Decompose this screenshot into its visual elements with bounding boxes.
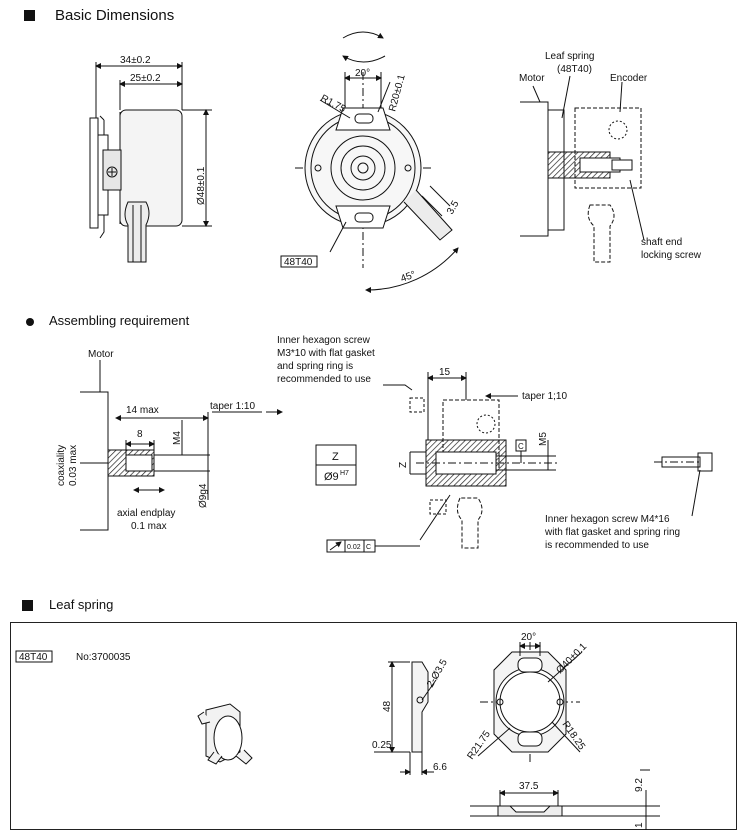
screw-note-line-3: and spring ring is: [277, 361, 353, 372]
fit-table-tolerance: H7: [340, 470, 349, 477]
leaf-dim-375: 37.5: [519, 781, 539, 792]
section-bullet: [22, 600, 33, 611]
section-title-leaf-spring: Leaf spring: [49, 597, 114, 612]
dim-35: 3.5: [445, 199, 462, 217]
screw-m4-view: [654, 452, 713, 517]
dim-8: 8: [137, 429, 143, 440]
fit-table: [315, 444, 357, 486]
shaft-end-label: shaft end: [641, 237, 682, 248]
leaf-spring-label: Leaf spring: [545, 51, 594, 62]
section-title-basic-dimensions: Basic Dimensions: [55, 7, 175, 24]
leaf-spring-bottom-view: [470, 769, 660, 830]
screw-note-line-4: recommended to use: [277, 374, 371, 385]
dim-m4: M4: [172, 431, 183, 445]
leaf-spring-model: (48T40): [557, 64, 592, 75]
leaf-dim-48: 48: [382, 700, 393, 712]
locking-screw-label: locking screw: [641, 250, 702, 261]
dim-15: 15: [439, 367, 451, 378]
dim-dia-48: Ø48±0.1: [196, 166, 207, 205]
endplay-label: axial endplay: [117, 508, 175, 519]
endplay-value: 0.1 max: [131, 521, 167, 532]
section-bullet: [26, 318, 34, 326]
screw2-note-line-2: with flat gasket and spring ring: [544, 527, 680, 538]
dim-z: Z: [398, 462, 409, 468]
dim-25: 25±0.2: [130, 73, 161, 84]
leaf-spring-front-view: [477, 642, 583, 762]
leaf-spring-side-view: [374, 661, 437, 775]
leaf-spring-isometric: [197, 703, 253, 765]
runout-ref: C: [366, 544, 371, 551]
motor-shaft-view: [80, 360, 283, 531]
leaf-dim-1: 1: [634, 822, 645, 828]
taper-left: taper 1:10: [210, 401, 255, 412]
coaxiality-label: coaxiality: [56, 445, 67, 486]
runout-value: 0.02: [347, 544, 361, 551]
encoder-label: Encoder: [610, 73, 648, 84]
dim-phi9g4: Ø9g4: [198, 483, 209, 508]
leaf-dim-025: 0.25: [372, 740, 392, 751]
leaf-angle-20: 20°: [521, 632, 536, 643]
section-title-assembling: Assembling requirement: [49, 313, 190, 328]
coaxiality-value: 0.03 max: [68, 445, 79, 486]
leaf-dim-92: 9.2: [634, 778, 645, 792]
leaf-tag: 48T40: [19, 652, 48, 663]
angle-20: 20°: [355, 68, 370, 79]
mounting-section: [520, 75, 645, 263]
dim-14-max: 14 max: [126, 405, 159, 416]
leaf-dia-40: Ø40±0.1: [554, 641, 589, 676]
screw2-note-line-3: is recommended to use: [545, 540, 649, 551]
taper-right: taper 1;10: [522, 391, 567, 402]
screw2-note-line-1: Inner hexagon screw M4*16: [545, 514, 670, 525]
motor-label-2: Motor: [88, 349, 114, 360]
section-bullet: [24, 10, 35, 21]
angle-45: 45°: [399, 269, 417, 285]
dim-m5: M5: [538, 432, 549, 446]
model-tag: 48T40: [284, 257, 313, 268]
leaf-dim-66: 6.6: [433, 762, 447, 773]
screw-note-line-1: Inner hexagon screw: [277, 335, 371, 346]
leaf-spring-frame: [10, 622, 737, 830]
leaf-part-number: No:3700035: [76, 652, 131, 663]
front-view: [295, 31, 459, 294]
dim-r20: R20±0.1: [387, 73, 408, 113]
screw-note-line-2: M3*10 with flat gasket: [277, 348, 375, 359]
dim-r175: R1.75: [319, 93, 348, 115]
dim-34: 34±0.2: [120, 55, 151, 66]
motor-label: Motor: [519, 73, 545, 84]
fit-table-z: Z: [332, 451, 339, 463]
datum-c: C: [518, 442, 524, 451]
fit-table-phi: Ø9: [324, 471, 339, 483]
side-view: [89, 62, 212, 263]
encoder-section: [326, 372, 560, 553]
leaf-r2175: R21.75: [465, 729, 493, 762]
leaf-holes: 2-Ø3.5: [425, 657, 450, 689]
